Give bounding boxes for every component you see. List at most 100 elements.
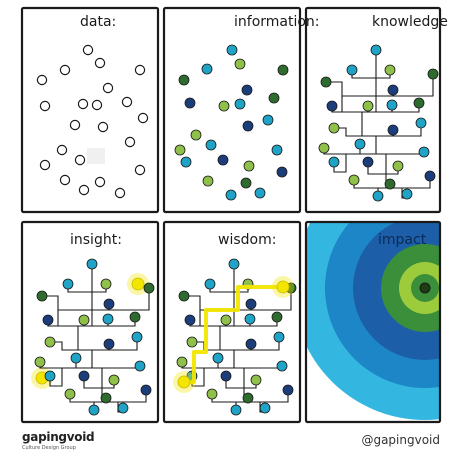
data-point	[74, 154, 86, 166]
network-node	[100, 392, 112, 404]
panel-insight: insight:	[20, 220, 160, 424]
network-node	[140, 384, 152, 396]
data-point	[77, 98, 89, 110]
info-dot	[268, 92, 280, 104]
data-point	[69, 119, 81, 131]
info-dot	[201, 63, 213, 75]
network-node	[250, 374, 262, 386]
network-node	[362, 156, 374, 168]
panel-frame	[162, 6, 302, 214]
network-node	[370, 44, 382, 56]
network-node	[326, 100, 338, 112]
network-links	[39, 264, 150, 413]
network-node	[318, 142, 330, 154]
panel-title: data:	[80, 14, 116, 30]
panel-wisdom: wisdom:	[162, 220, 302, 424]
network-node	[259, 402, 271, 414]
data-point	[97, 121, 109, 133]
data-point	[39, 100, 51, 112]
network-link	[77, 326, 138, 351]
data-point	[114, 187, 126, 199]
network-nodes	[34, 258, 155, 416]
panel-frame	[162, 220, 302, 424]
network-nodes	[318, 44, 439, 202]
network-link	[334, 127, 362, 137]
impact-rings	[306, 222, 440, 420]
network-node	[108, 374, 120, 386]
network-link	[219, 326, 280, 351]
info-dot	[180, 156, 192, 168]
panel-data: data:	[20, 6, 160, 214]
network-node	[102, 313, 114, 325]
network-node	[427, 68, 439, 80]
network-node	[245, 338, 257, 350]
brand-subtitle: Culture Design Group	[22, 445, 76, 451]
panel-frame	[20, 220, 160, 424]
network-node	[372, 190, 384, 202]
network-node	[204, 278, 216, 290]
network-node	[282, 384, 294, 396]
network-node	[418, 146, 430, 158]
data-point	[78, 184, 90, 196]
network-node	[206, 388, 218, 400]
data-point	[91, 99, 103, 111]
panel-title: wisdom:	[218, 232, 276, 248]
network-link	[361, 112, 422, 137]
network-node	[401, 188, 413, 200]
network-node	[184, 314, 196, 326]
network-node	[362, 100, 374, 112]
highlight-dot	[276, 280, 290, 294]
data-point	[134, 64, 146, 76]
network-link	[39, 350, 93, 369]
network-node	[271, 311, 283, 323]
info-dot	[205, 139, 217, 151]
network-node	[117, 402, 129, 414]
data-point	[121, 96, 133, 108]
network-node	[244, 313, 256, 325]
info-dot	[277, 64, 289, 76]
info-dot	[184, 97, 196, 109]
wisdom-path	[184, 285, 283, 384]
data-smudge	[87, 148, 105, 164]
network-node	[100, 278, 112, 290]
network-node	[392, 160, 404, 172]
data-point	[134, 164, 146, 176]
network-link	[200, 317, 278, 327]
info-dot	[241, 84, 253, 96]
network-node	[131, 331, 143, 343]
data-point	[124, 136, 136, 148]
network-node	[42, 314, 54, 326]
panel-frame	[304, 6, 442, 214]
highlight-dot	[131, 277, 145, 291]
network-link	[225, 368, 245, 389]
info-dot	[217, 154, 229, 166]
network-node	[354, 138, 366, 150]
network-link	[50, 341, 78, 351]
network-node	[36, 290, 48, 302]
panel-frame	[304, 220, 442, 424]
info-dot	[218, 100, 230, 112]
network-node	[230, 404, 242, 416]
data-point	[56, 144, 68, 156]
network-node	[64, 388, 76, 400]
data-point	[94, 176, 106, 188]
twitter-handle: @gapingvoid	[361, 433, 440, 447]
info-dot	[226, 44, 238, 56]
network-node	[220, 314, 232, 326]
network-node	[34, 356, 46, 368]
network-link	[92, 366, 141, 369]
network-link	[58, 317, 136, 327]
network-node	[44, 370, 56, 382]
network-node	[328, 156, 340, 168]
network-node	[86, 258, 98, 270]
info-dot	[276, 166, 288, 178]
panel-frame	[20, 6, 160, 214]
network-link	[323, 136, 377, 155]
panel-knowledge: knowledge :	[304, 6, 454, 214]
info-dot	[225, 189, 237, 201]
network-node	[413, 97, 425, 109]
info-dot	[234, 98, 246, 110]
network-node	[176, 356, 188, 368]
network-node	[242, 392, 254, 404]
network-node	[386, 99, 398, 111]
